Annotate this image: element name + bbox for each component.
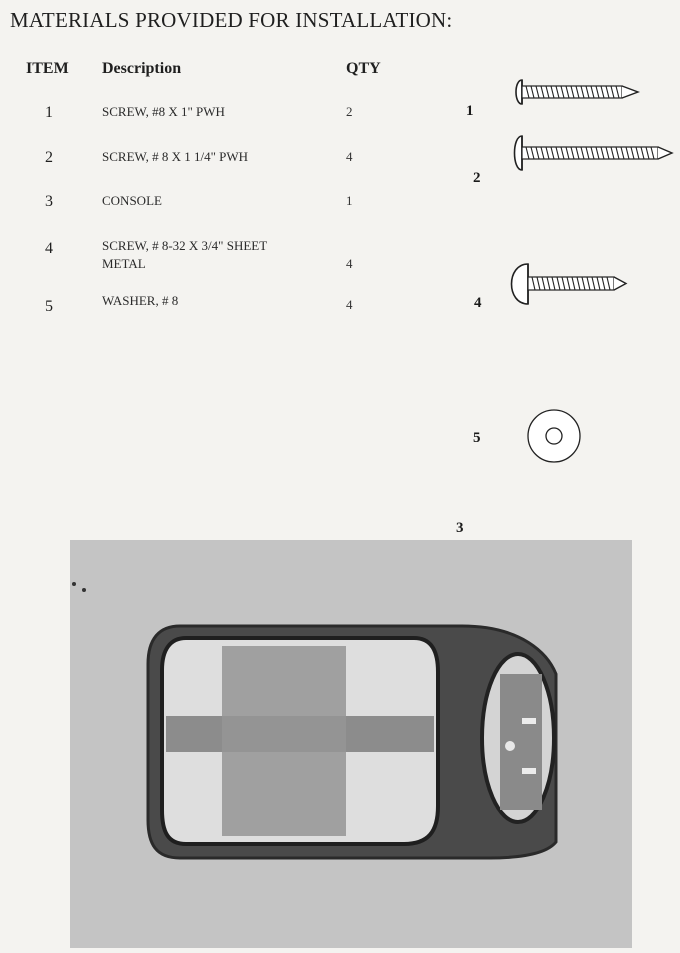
callout-2: 2	[473, 170, 481, 186]
washer-illustration	[527, 409, 581, 463]
callout-4: 4	[474, 295, 482, 311]
item-description: SCREW, #8 X 1" PWH	[102, 104, 225, 119]
item-qty: 2	[346, 104, 353, 119]
column-header-description: Description	[102, 60, 182, 77]
item-description-continued: METAL	[102, 256, 146, 271]
callout-1: 1	[466, 103, 474, 119]
item-qty: 4	[346, 256, 353, 271]
item-number: 1	[45, 104, 53, 121]
callout-5: 5	[473, 430, 481, 446]
item-qty: 4	[346, 297, 353, 312]
item-description: CONSOLE	[102, 193, 162, 208]
column-header-qty: QTY	[346, 60, 381, 77]
callout-3: 3	[456, 520, 464, 536]
console-illustration	[70, 540, 632, 948]
console-photo	[70, 540, 632, 948]
item-description: WASHER, # 8	[102, 293, 179, 308]
item-number: 4	[45, 240, 53, 257]
screw-1-inch-illustration	[515, 79, 640, 105]
item-number: 3	[45, 193, 53, 210]
page-title: MATERIALS PROVIDED FOR INSTALLATION:	[10, 8, 453, 32]
item-number: 5	[45, 298, 53, 315]
screw-1-1-4-inch-illustration	[513, 135, 674, 171]
item-qty: 4	[346, 149, 353, 164]
item-description: SCREW, # 8-32 X 3/4" SHEET	[102, 238, 268, 253]
item-description: SCREW, # 8 X 1 1/4" PWH	[102, 149, 249, 164]
sheet-metal-screw-illustration	[510, 263, 628, 305]
item-number: 2	[45, 149, 53, 166]
column-header-item: ITEM	[26, 60, 69, 77]
item-qty: 1	[346, 193, 353, 208]
